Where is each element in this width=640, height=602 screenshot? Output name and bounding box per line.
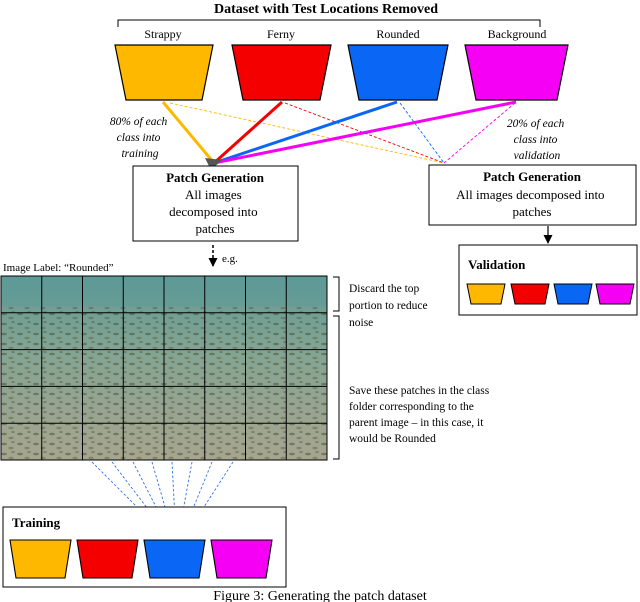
train-folder-background xyxy=(210,539,273,579)
dataset-bracket xyxy=(117,19,541,27)
val-folder-ferny xyxy=(510,283,550,305)
folder-ferny xyxy=(231,44,332,101)
training-title: Training xyxy=(12,515,61,530)
figure-caption: Figure 3: Generating the patch dataset xyxy=(213,589,427,602)
discard-bracket xyxy=(333,276,340,312)
image-label: Image Label: “Rounded” xyxy=(3,262,114,274)
arrow-rounded-train xyxy=(213,100,398,165)
patch-generation-val-box xyxy=(428,164,637,226)
arrow-strappy-train xyxy=(161,101,216,164)
arrowhead-train xyxy=(205,158,222,170)
split-val-note: 20% of each class into validation xyxy=(507,118,567,162)
folder-rounded xyxy=(347,44,449,101)
val-folder-strappy xyxy=(466,283,506,305)
folder-strappy xyxy=(114,44,214,101)
arrow-rounded-val xyxy=(399,102,445,164)
patch-grid xyxy=(0,275,328,461)
arrow-ferny-train xyxy=(212,100,284,165)
patch-generation-train-box xyxy=(132,165,299,242)
arrow-background-train xyxy=(213,100,517,165)
validation-title: Validation xyxy=(468,257,526,272)
patch-val-body: All images decomposed into patches xyxy=(456,187,608,219)
discard-note: Discard the top portion to reduce noise xyxy=(349,283,430,329)
class-label-ferny: Ferny xyxy=(267,27,295,41)
dataset-title: Dataset with Test Locations Removed xyxy=(214,2,438,17)
example-eg: e.g. xyxy=(222,253,238,265)
save-bracket xyxy=(333,315,340,460)
patch-train-body: All images decomposed into patches xyxy=(169,187,261,236)
save-note: Save these patches in the class folder c… xyxy=(349,385,492,445)
patch-train-title: Patch Generation xyxy=(166,170,265,185)
class-label-background: Background xyxy=(488,27,547,41)
split-train-note: 80% of each class into training xyxy=(110,116,170,160)
class-label-rounded: Rounded xyxy=(376,27,419,41)
folder-background xyxy=(464,44,569,101)
arrow-background-val xyxy=(443,102,516,164)
train-folder-rounded xyxy=(143,539,206,579)
train-folder-strappy xyxy=(9,539,72,579)
val-folder-background xyxy=(595,283,635,305)
train-folder-ferny xyxy=(76,539,139,579)
arrow-ferny-val xyxy=(284,102,445,164)
class-label-strappy: Strappy xyxy=(144,27,181,41)
val-folder-rounded xyxy=(553,283,593,305)
patch-val-title: Patch Generation xyxy=(483,169,582,184)
